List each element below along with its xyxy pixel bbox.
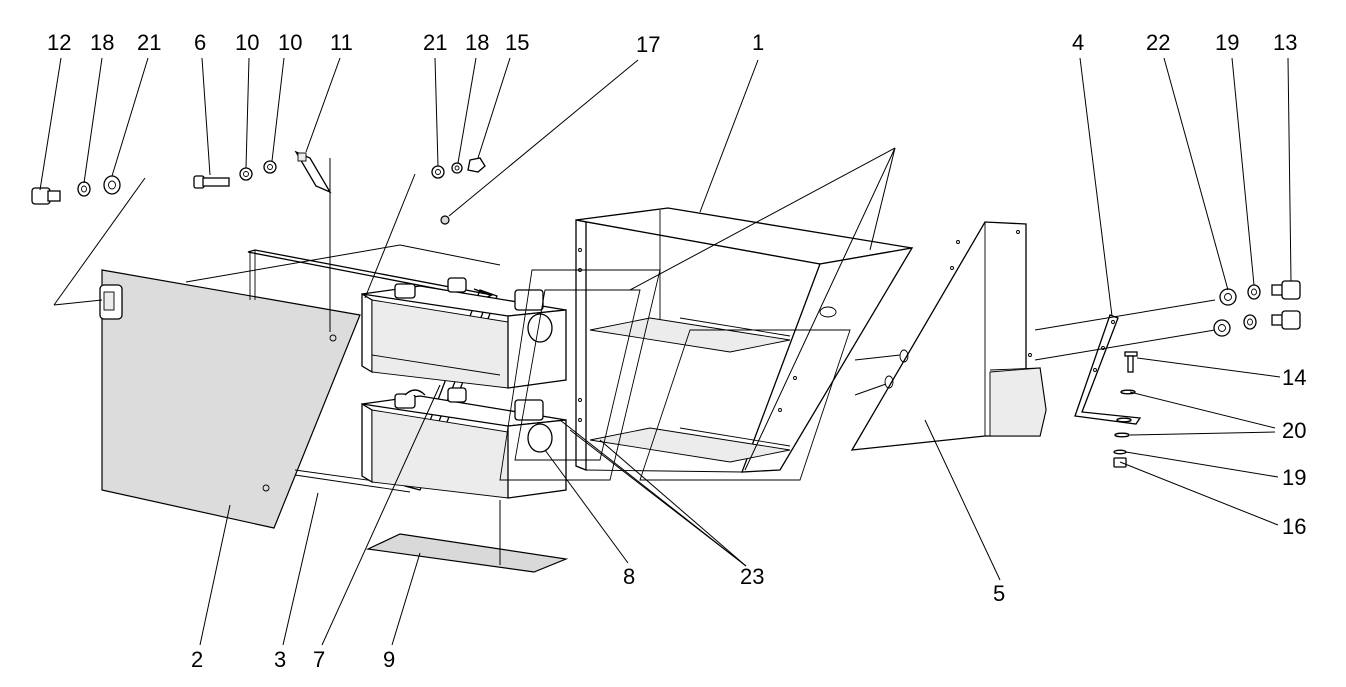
callout-10-first: 10 (235, 30, 259, 55)
callout-7: 7 (313, 647, 325, 672)
callout-18-top-left: 18 (90, 30, 114, 55)
callout-3: 3 (274, 647, 286, 672)
washer-22-lower (1213, 319, 1231, 337)
bolt-12 (31, 187, 61, 205)
callout-17: 17 (636, 32, 660, 57)
callout-14: 14 (1282, 365, 1306, 390)
hold-down-strap (1074, 314, 1142, 425)
part-17 (440, 215, 450, 225)
callout-21-top-mid: 21 (423, 30, 447, 55)
callout-23: 23 (740, 564, 764, 589)
pin-6 (193, 175, 230, 189)
rubber-mat (365, 533, 569, 573)
callout-5: 5 (993, 581, 1005, 606)
callout-18-top-mid: 18 (465, 30, 489, 55)
washer-21a (103, 175, 121, 195)
washer-21b (431, 165, 445, 179)
callout-numbers: 12 18 21 6 10 10 11 21 18 15 17 1 4 22 1… (47, 30, 1306, 672)
lower-battery (361, 387, 567, 499)
callout-15: 15 (505, 30, 529, 55)
callout-19-right: 19 (1282, 465, 1306, 490)
battery-box (499, 207, 914, 481)
washer-18b (451, 162, 463, 174)
callout-22: 22 (1146, 30, 1170, 55)
washer-20 (1114, 389, 1136, 438)
callout-2: 2 (191, 647, 203, 672)
callout-20: 20 (1282, 418, 1306, 443)
callout-4: 4 (1072, 30, 1084, 55)
screw-14 (1124, 351, 1138, 373)
callout-8: 8 (623, 564, 635, 589)
side-cover (850, 221, 1047, 451)
upper-battery (361, 277, 567, 389)
nut-15 (467, 157, 486, 173)
callout-11: 11 (330, 30, 353, 55)
washer-19-small (1113, 449, 1127, 455)
callout-21-top-left: 21 (137, 30, 161, 55)
callout-13: 13 (1273, 30, 1297, 55)
washer-18a (77, 181, 91, 197)
clip-11 (294, 150, 332, 194)
washer-22-upper (1219, 288, 1237, 306)
leader-lines (39, 57, 1292, 646)
lid-panel (99, 269, 361, 529)
callout-1: 1 (752, 30, 764, 55)
bolt-13-lower (1271, 310, 1301, 330)
washer-19-lower (1243, 314, 1257, 330)
callout-6: 6 (194, 30, 206, 55)
washer-10b (263, 160, 277, 174)
callout-16: 16 (1282, 514, 1306, 539)
washer-10a (239, 167, 253, 181)
callout-12: 12 (47, 30, 71, 55)
bolt-13-upper (1271, 280, 1301, 300)
callout-9: 9 (383, 647, 395, 672)
callout-19-top: 19 (1215, 30, 1239, 55)
callout-10-second: 10 (278, 30, 302, 55)
washer-19-upper (1247, 284, 1261, 300)
